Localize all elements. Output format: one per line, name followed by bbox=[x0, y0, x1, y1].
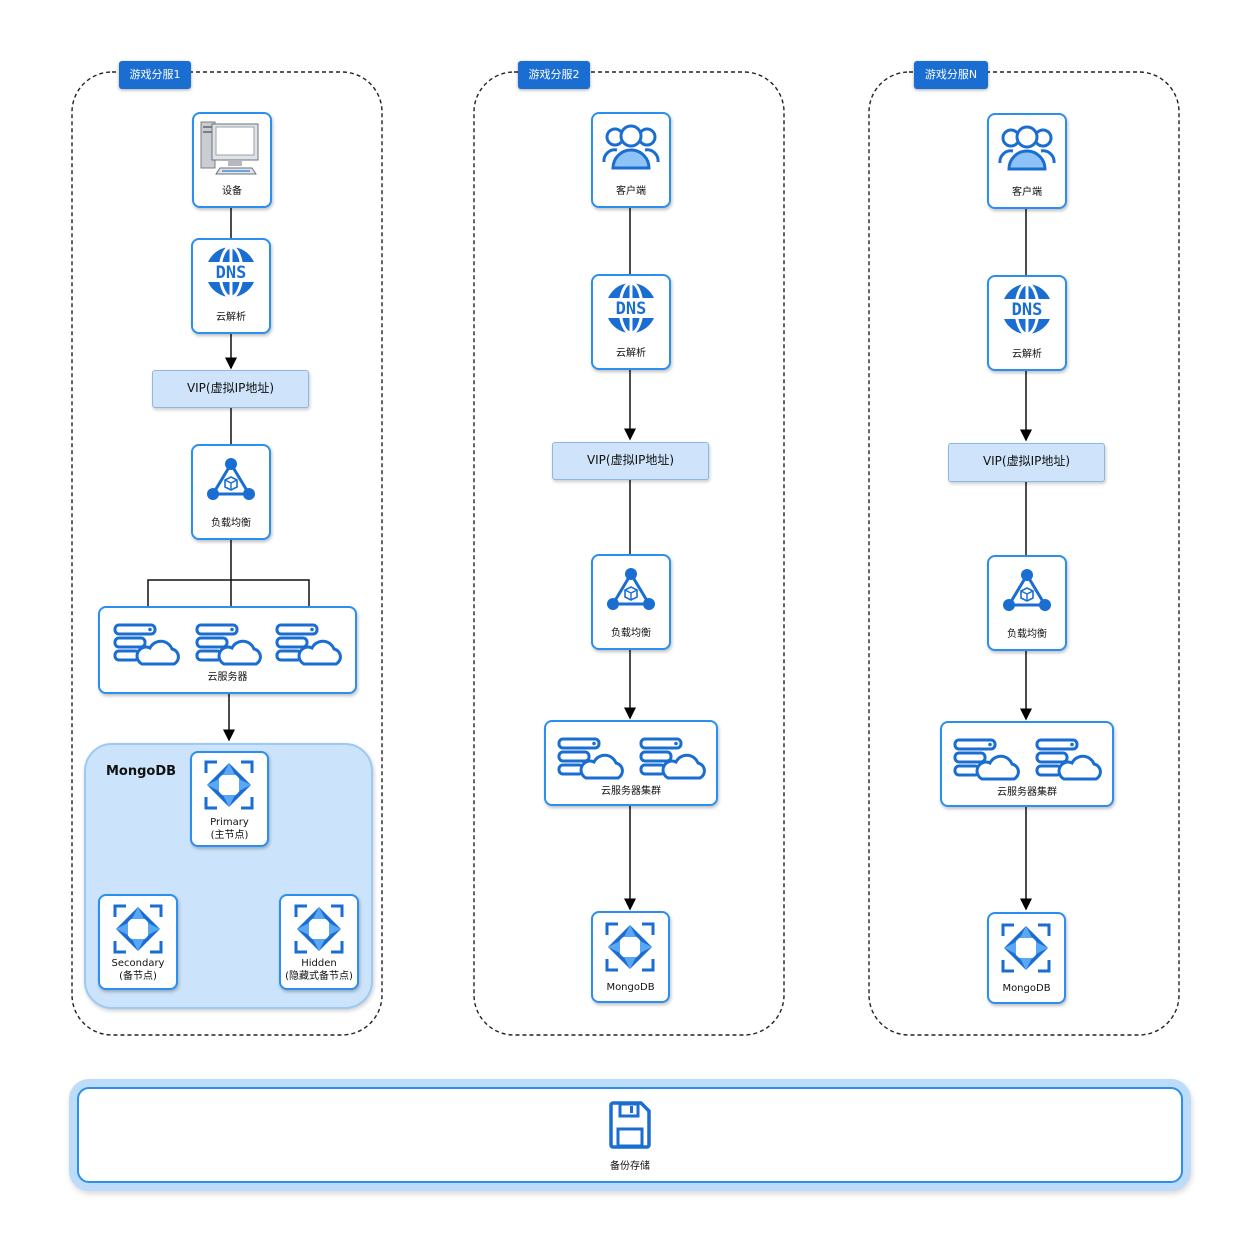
load-balancer-node[interactable]: 负载均衡 bbox=[191, 444, 271, 540]
cloud-cluster-node-2[interactable]: 云服务器集群 bbox=[544, 720, 718, 806]
cloud-server-icon bbox=[113, 623, 180, 666]
cloud-cluster-label-2: 云服务器集群 bbox=[601, 786, 661, 797]
computer-icon bbox=[200, 121, 259, 175]
load-balancer-label-n: 负载均衡 bbox=[1007, 629, 1047, 640]
cloud-server-icon bbox=[953, 738, 1020, 781]
cloud-server-icon bbox=[639, 737, 706, 780]
cloud-cluster-label-n: 云服务器集群 bbox=[997, 787, 1057, 798]
cloud-servers-node[interactable]: 云服务器 bbox=[98, 606, 357, 694]
client-label-2: 客户端 bbox=[616, 186, 646, 197]
hidden-label: Hidden bbox=[301, 958, 337, 969]
mongodb-node-n[interactable]: MongoDB bbox=[987, 912, 1066, 1004]
mongodb-icon bbox=[204, 760, 254, 810]
svg-text:DNS: DNS bbox=[616, 299, 647, 319]
mongodb-title: MongoDB bbox=[106, 764, 177, 779]
mongodb-node-2[interactable]: MongoDB bbox=[591, 911, 670, 1003]
mongodb-label-n: MongoDB bbox=[1002, 983, 1051, 994]
dns-icon: DNS bbox=[203, 245, 259, 299]
dns-icon: DNS bbox=[999, 282, 1055, 336]
cloud-servers-label: 云服务器 bbox=[207, 672, 248, 683]
group-1-tag: 游戏分服1 bbox=[119, 61, 191, 89]
group-n-tag: 游戏分服N bbox=[914, 61, 988, 89]
cloud-server-icon bbox=[275, 623, 342, 666]
dns-label: 云解析 bbox=[216, 312, 246, 323]
dns-icon: DNS bbox=[603, 281, 659, 335]
vip-box-2[interactable]: VIP(虚拟IP地址) bbox=[552, 442, 709, 480]
load-balancer-node-2[interactable]: 负载均衡 bbox=[591, 554, 671, 650]
mongodb-icon bbox=[113, 904, 163, 954]
backup-storage[interactable]: 备份存储 bbox=[77, 1087, 1183, 1183]
mongodb-secondary-node[interactable]: Secondary (备节点) bbox=[98, 894, 178, 990]
users-icon bbox=[998, 125, 1056, 171]
mongodb-icon bbox=[605, 922, 655, 972]
mongodb-icon bbox=[1001, 923, 1051, 973]
mongodb-hidden-node[interactable]: Hidden (隐藏式备节点) bbox=[279, 894, 359, 990]
primary-label: Primary bbox=[210, 817, 249, 828]
load-balancer-icon bbox=[1003, 569, 1051, 611]
mongodb-icon bbox=[294, 904, 344, 954]
group-1-border bbox=[71, 71, 383, 1036]
hidden-sublabel: (隐藏式备节点) bbox=[285, 971, 353, 982]
mongodb-primary-node[interactable]: Primary (主节点) bbox=[190, 751, 269, 847]
dns-node-2[interactable]: DNS 云解析 bbox=[591, 274, 671, 370]
cloud-server-icon bbox=[1035, 738, 1102, 781]
dns-node-n[interactable]: DNS 云解析 bbox=[987, 275, 1067, 371]
vip-box-n[interactable]: VIP(虚拟IP地址) bbox=[948, 443, 1105, 482]
primary-sublabel: (主节点) bbox=[210, 830, 249, 841]
secondary-label: Secondary bbox=[111, 958, 165, 969]
group-2-tag: 游戏分服2 bbox=[518, 61, 590, 89]
dns-label-n: 云解析 bbox=[1012, 349, 1042, 360]
vip-box[interactable]: VIP(虚拟IP地址) bbox=[152, 370, 309, 408]
secondary-sublabel: (备节点) bbox=[119, 971, 157, 982]
group-2-border bbox=[473, 71, 785, 1036]
client-node-n[interactable]: 客户端 bbox=[987, 113, 1067, 209]
load-balancer-icon bbox=[607, 568, 655, 610]
cloud-server-icon bbox=[195, 623, 262, 666]
cloud-cluster-node-n[interactable]: 云服务器集群 bbox=[940, 721, 1114, 807]
cloud-server-icon bbox=[557, 737, 624, 780]
load-balancer-node-n[interactable]: 负载均衡 bbox=[987, 555, 1067, 651]
load-balancer-label: 负载均衡 bbox=[211, 518, 251, 529]
users-icon bbox=[602, 124, 660, 170]
load-balancer-label-2: 负载均衡 bbox=[611, 628, 651, 639]
client-node-2[interactable]: 客户端 bbox=[591, 112, 671, 208]
floppy-disk-icon bbox=[609, 1101, 651, 1149]
svg-text:DNS: DNS bbox=[1012, 300, 1043, 320]
dns-label-2: 云解析 bbox=[616, 348, 646, 359]
load-balancer-icon bbox=[207, 458, 255, 500]
device-label: 设备 bbox=[222, 186, 242, 197]
svg-text:DNS: DNS bbox=[216, 263, 247, 283]
backup-label: 备份存储 bbox=[610, 1161, 650, 1172]
client-label-n: 客户端 bbox=[1012, 187, 1042, 198]
mongodb-label-2: MongoDB bbox=[606, 982, 655, 993]
device-node[interactable]: 设备 bbox=[192, 112, 272, 208]
dns-node[interactable]: DNS 云解析 bbox=[191, 238, 271, 334]
group-n-border bbox=[868, 71, 1180, 1036]
